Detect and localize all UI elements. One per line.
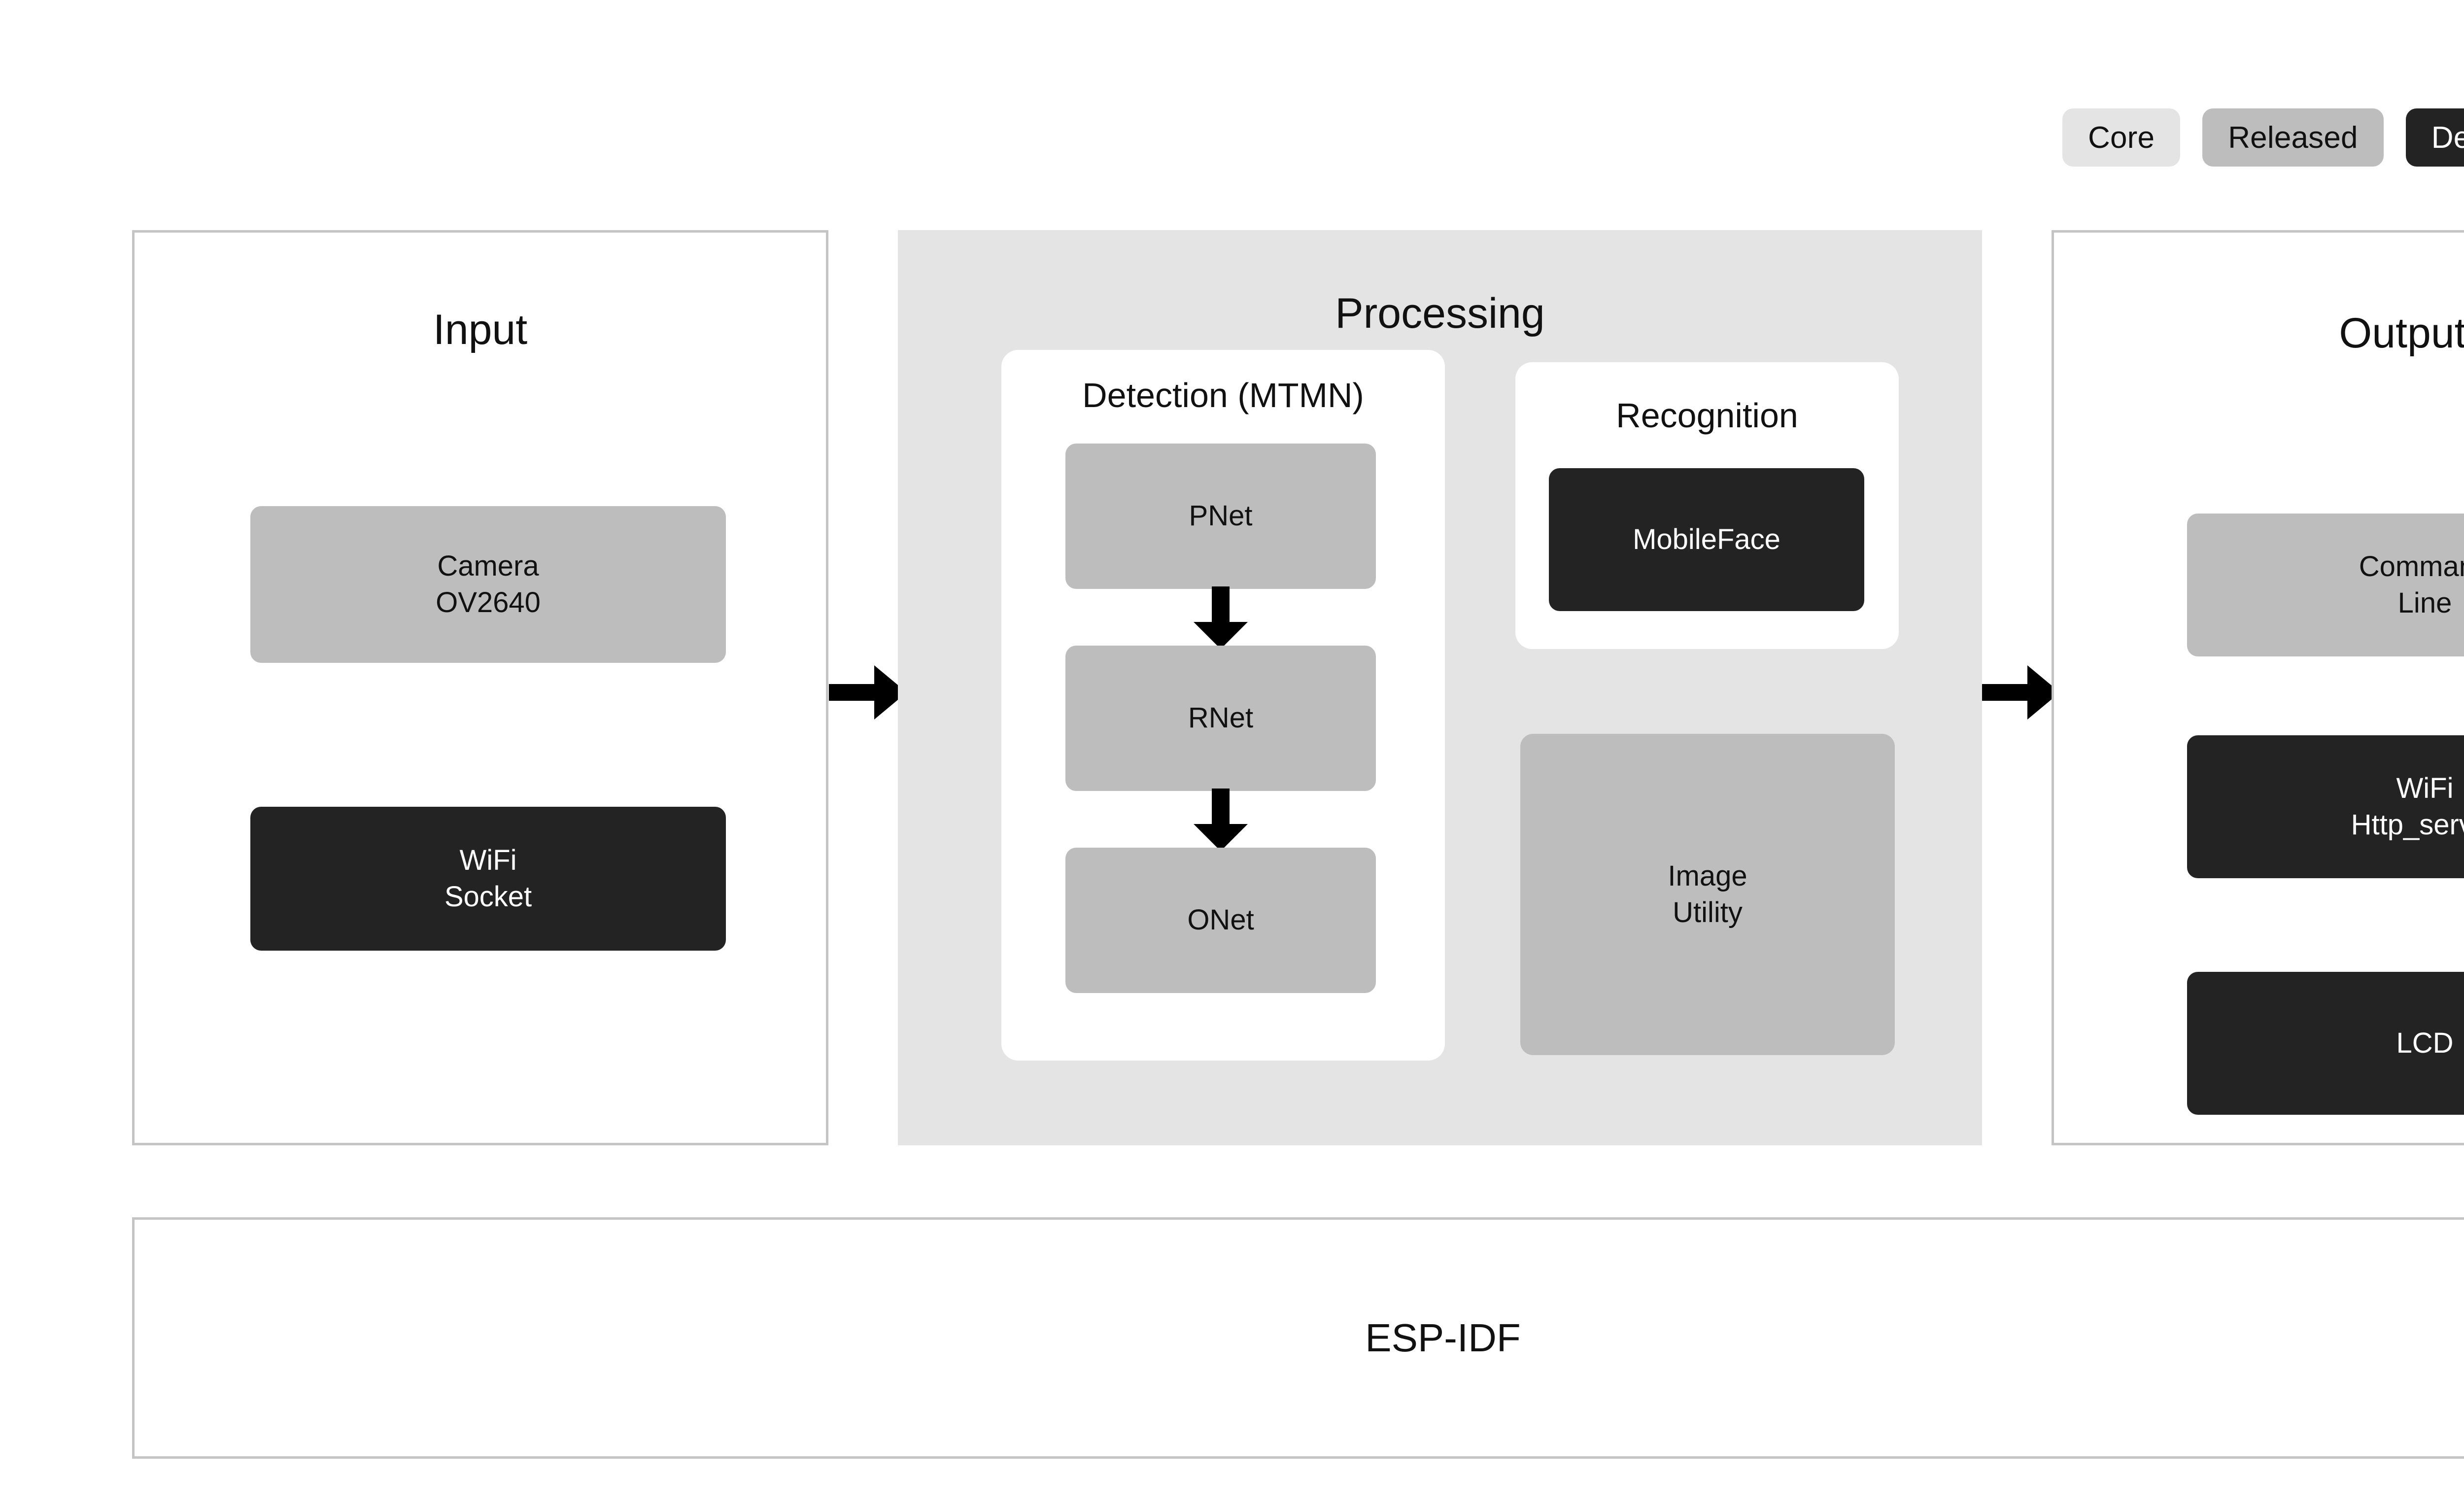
node-wifi-socket-line2: Socket bbox=[444, 881, 532, 913]
node-image-utility: Image Utility bbox=[1520, 734, 1895, 1055]
legend-label-released: Released bbox=[2228, 120, 2358, 155]
legend-item-core: Core bbox=[2062, 108, 2181, 167]
node-wifi-socket: WiFi Socket bbox=[250, 807, 726, 951]
node-rnet: RNet bbox=[1065, 646, 1376, 791]
card-detection-title: Detection (MTMN) bbox=[1082, 376, 1364, 414]
node-lcd: LCD bbox=[2187, 972, 2464, 1115]
node-lcd-line1: LCD bbox=[2396, 1027, 2454, 1059]
panel-output-title: Output bbox=[2339, 309, 2464, 357]
node-mobileface: MobileFace bbox=[1549, 468, 1864, 611]
node-camera-line2: OV2640 bbox=[436, 586, 541, 618]
card-recognition: Recognition MobileFace bbox=[1515, 362, 1899, 649]
node-command-line-line1: Command bbox=[2359, 550, 2464, 583]
panel-processing-title: Processing bbox=[1335, 290, 1545, 337]
node-image-utility-line2: Utility bbox=[1673, 896, 1743, 928]
card-detection: Detection (MTMN) PNet RNet ONet bbox=[1001, 350, 1445, 1061]
legend-item-developing: Developing bbox=[2405, 108, 2464, 167]
arrow-input-to-processing bbox=[829, 660, 908, 724]
node-image-utility-line1: Image bbox=[1668, 859, 1747, 892]
panel-input-title: Input bbox=[433, 306, 528, 353]
node-command-line-line2: Line bbox=[2397, 587, 2452, 619]
legend-label-developing: Developing bbox=[2431, 120, 2464, 155]
node-wifi-http-line1: WiFi bbox=[2396, 772, 2454, 804]
card-recognition-title: Recognition bbox=[1616, 396, 1798, 435]
arrow-pnet-to-rnet bbox=[1189, 586, 1253, 650]
node-wifi-http-line2: Http_server bbox=[2351, 809, 2464, 841]
arrow-processing-to-output bbox=[1982, 660, 2061, 724]
arrow-rnet-to-onet bbox=[1189, 789, 1253, 852]
legend: Core Released Developing bbox=[2062, 108, 2464, 167]
legend-item-released: Released bbox=[2202, 108, 2384, 167]
node-pnet: PNet bbox=[1065, 444, 1376, 589]
panel-input: Input Camera OV2640 WiFi Socket bbox=[132, 230, 828, 1145]
node-command-line: Command Line bbox=[2187, 514, 2464, 656]
node-wifi-socket-line1: WiFi bbox=[459, 844, 517, 876]
node-onet-label: ONet bbox=[1187, 904, 1254, 936]
node-onet: ONet bbox=[1065, 848, 1376, 993]
panel-esp-idf: ESP-IDF bbox=[132, 1217, 2464, 1459]
node-camera-ov2640: Camera OV2640 bbox=[250, 506, 726, 663]
node-mobileface-label: MobileFace bbox=[1633, 523, 1780, 555]
panel-output: Output Command Line WiFi Http_server LCD bbox=[2052, 230, 2464, 1145]
node-wifi-http-server: WiFi Http_server bbox=[2187, 735, 2464, 878]
panel-processing: Processing Detection (MTMN) PNet RNet bbox=[898, 230, 1982, 1145]
node-rnet-label: RNet bbox=[1188, 702, 1254, 734]
node-pnet-label: PNet bbox=[1189, 500, 1253, 532]
legend-label-core: Core bbox=[2088, 120, 2155, 155]
panel-esp-idf-title: ESP-IDF bbox=[1365, 1316, 1521, 1360]
node-camera-line1: Camera bbox=[437, 549, 539, 582]
